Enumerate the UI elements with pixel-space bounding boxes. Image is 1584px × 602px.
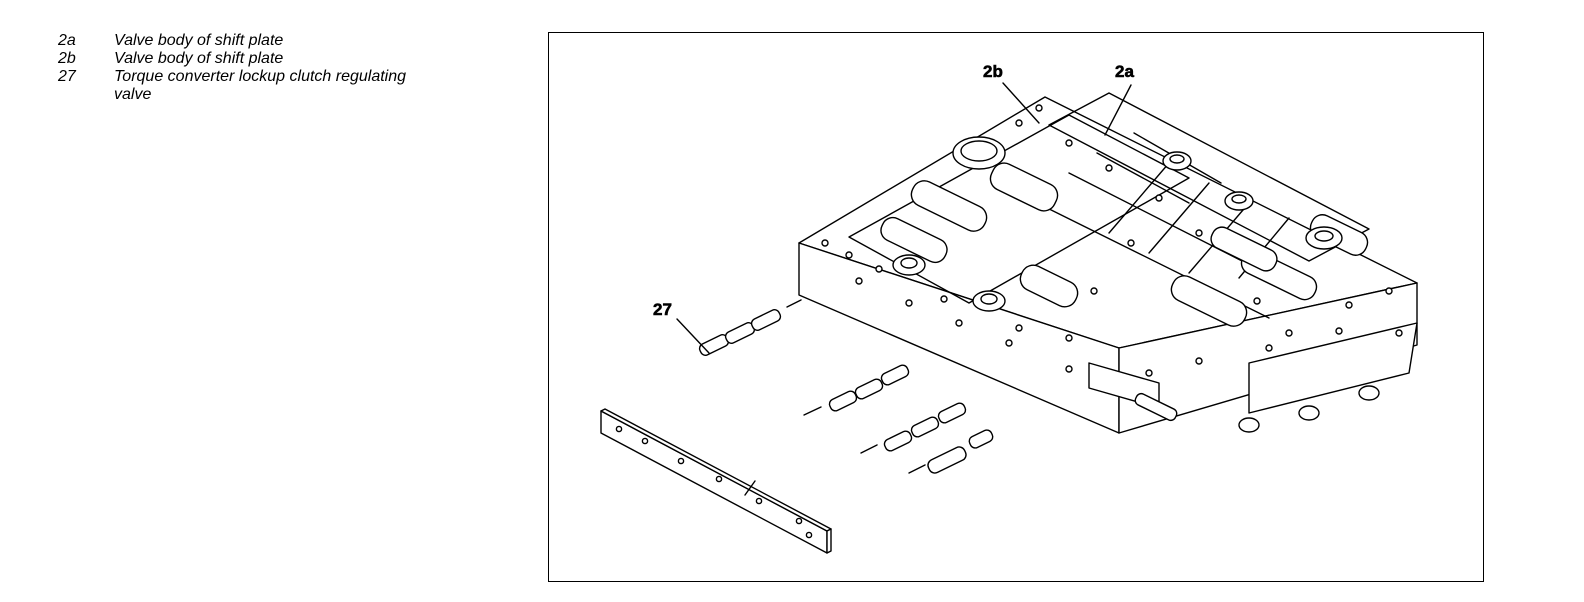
legend: 2a Valve body of shift plate 2b Valve bo… [58,32,478,104]
valve-body-assembly [798,92,1418,434]
legend-code: 2b [58,50,76,67]
loose-valve-spools [803,364,994,474]
valve-27-assembly [698,299,802,356]
legend-description: Valve body of shift plate [114,50,284,67]
legend-item-27: 27 Torque converter lockup clutch regula… [58,68,478,104]
legend-code: 2a [58,32,76,49]
shift-plate-strip [600,408,832,554]
legend-description: Torque converter lockup clutch regulatin… [114,68,407,103]
valve-body-illustration: 2b 2a 27 [600,62,1418,554]
callout-label-2b: 2b [983,62,1003,81]
legend-item-2a: 2a Valve body of shift plate [58,32,478,50]
figure-frame: 2b 2a 27 [548,32,1484,582]
callout-label-27: 27 [653,300,672,319]
legend-description: Valve body of shift plate [114,32,284,49]
leader-lines [676,82,1132,354]
callout-label-2a: 2a [1115,62,1134,81]
legend-item-2b: 2b Valve body of shift plate [58,50,478,68]
legend-code: 27 [58,68,76,85]
